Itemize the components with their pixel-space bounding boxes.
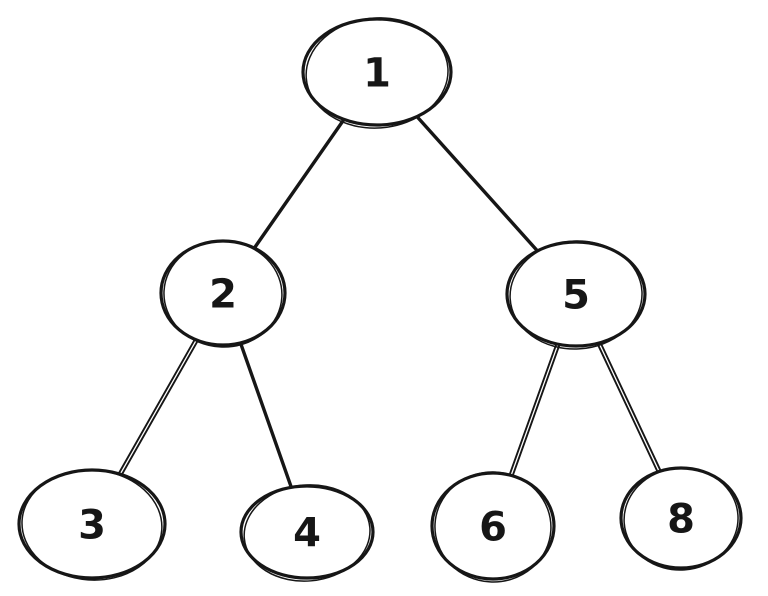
tree-edge-2-3 (117, 338, 199, 476)
node-ellipse (505, 240, 647, 348)
tree-node-4: 4 (239, 484, 375, 582)
node-label: 3 (78, 502, 106, 548)
node-label: 1 (363, 50, 391, 96)
edge-stroke (596, 342, 659, 474)
node-ellipse-sketch-stroke (434, 471, 552, 583)
node-ellipse-sketch-stroke (509, 240, 643, 350)
node-label: 4 (293, 510, 321, 556)
tree-edge-5-6 (508, 342, 561, 477)
edge-stroke (511, 343, 561, 477)
tree-edge-1-2 (252, 117, 346, 250)
edge-stroke (120, 339, 199, 476)
node-label: 5 (562, 272, 590, 318)
edge-stroke (117, 338, 196, 475)
node-ellipse (430, 471, 556, 581)
tree-node-1: 1 (301, 17, 453, 129)
node-label: 6 (479, 504, 507, 550)
tree-edge-1-5 (415, 114, 540, 253)
node-label: 2 (209, 271, 237, 317)
edge-stroke (238, 341, 293, 489)
node-ellipse (301, 17, 453, 127)
node-label: 8 (667, 496, 695, 542)
edge-stroke (252, 117, 346, 250)
edge-stroke (599, 341, 662, 472)
tree-node-3: 3 (17, 468, 167, 581)
tree-node-8: 8 (619, 466, 743, 571)
node-ellipse-sketch-stroke (305, 17, 449, 129)
node-ellipse (239, 484, 375, 580)
node-ellipse-sketch-stroke (163, 240, 283, 348)
tree-node-6: 6 (430, 471, 556, 583)
tree-node-5: 5 (505, 240, 647, 350)
node-ellipse-sketch-stroke (243, 484, 371, 582)
edge-stroke (508, 342, 558, 476)
node-ellipse-sketch-stroke (21, 469, 163, 581)
tree-node-2: 2 (159, 239, 287, 348)
node-ellipse-sketch-stroke (623, 467, 739, 571)
tree-edge-5-8 (596, 341, 662, 474)
edge-stroke (415, 114, 540, 253)
tree-edge-2-4 (238, 341, 293, 489)
